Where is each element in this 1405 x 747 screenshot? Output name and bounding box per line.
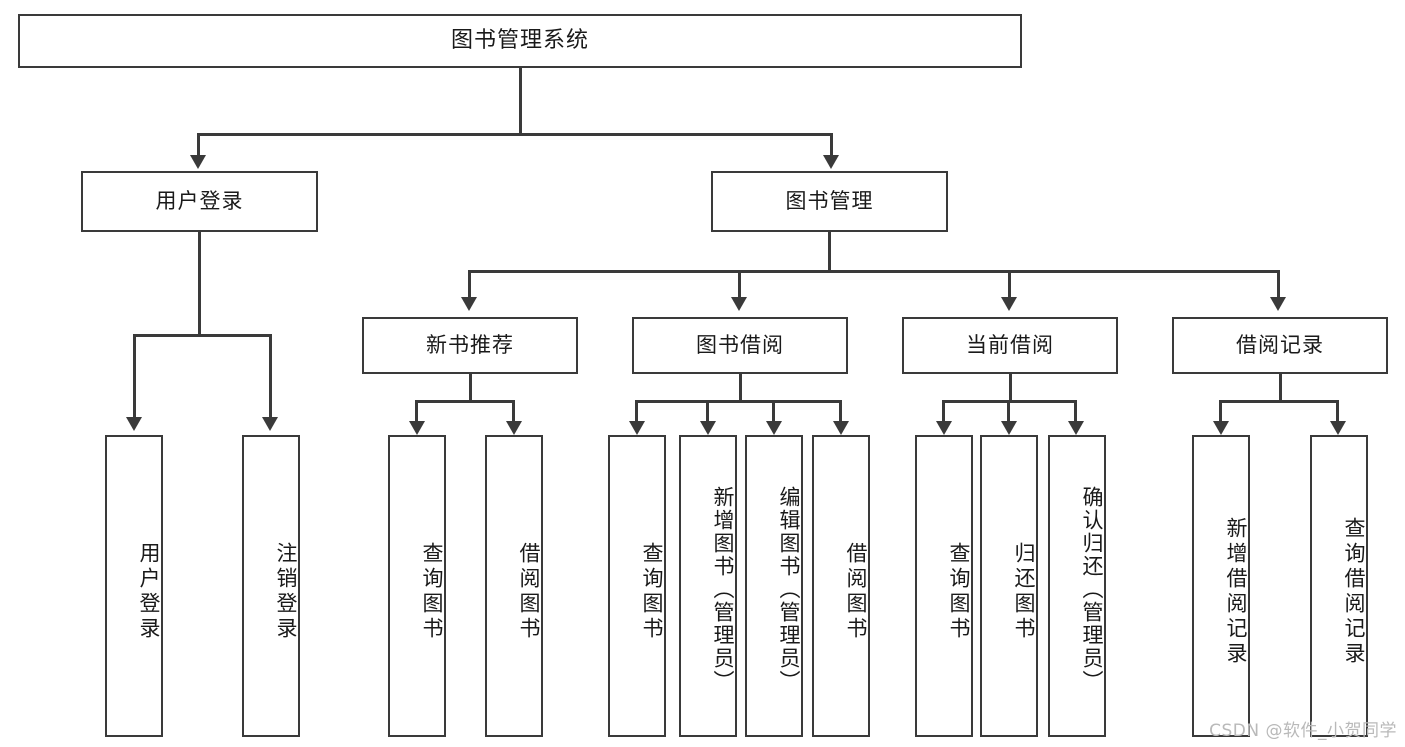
leaf-cb-query-book[interactable]: 查询图书 — [915, 435, 973, 737]
connector-book-manage-stem — [828, 232, 831, 272]
arrowhead-bb-edit — [766, 421, 782, 435]
leaf-bb-edit-book[interactable]: 编辑图书（管理员） — [745, 435, 803, 737]
arrowhead-cb-confirm — [1068, 421, 1084, 435]
connector-nbr-stem — [469, 374, 472, 402]
arrowhead-br-add — [1213, 421, 1229, 435]
node-label: 借阅图书 — [517, 542, 541, 642]
node-label: 借阅图书 — [844, 542, 868, 642]
connector-bm-c4 — [1277, 270, 1280, 298]
csdn-watermark: CSDN @软件_小贺同学 — [1209, 721, 1397, 741]
node-label: 注销登录 — [274, 542, 298, 642]
arrowhead-user-login — [190, 155, 206, 169]
node-label: 确认归还（管理员） — [1080, 485, 1104, 693]
node-current-borrow[interactable]: 当前借阅 — [902, 317, 1118, 374]
arrowhead-leaf-logout — [262, 417, 278, 431]
connector-bb-stem — [739, 374, 742, 402]
connector-user-login-left — [133, 334, 136, 418]
connector-br-l1 — [1219, 400, 1222, 422]
connector-br-bar — [1219, 400, 1339, 403]
connector-to-user-login — [197, 133, 200, 157]
connector-bb-l1 — [635, 400, 638, 422]
leaf-br-query-record[interactable]: 查询借阅记录 — [1310, 435, 1368, 737]
node-book-manage[interactable]: 图书管理 — [711, 171, 948, 232]
node-label: 用户登录 — [155, 189, 244, 214]
arrowhead-bb-add — [700, 421, 716, 435]
node-label: 归还图书 — [1012, 542, 1036, 642]
connector-bb-l2 — [706, 400, 709, 422]
connector-cb-l2 — [1007, 400, 1010, 422]
node-label: 查询图书 — [420, 542, 444, 642]
node-book-borrow[interactable]: 图书借阅 — [632, 317, 848, 374]
node-label: 查询借阅记录 — [1342, 517, 1366, 667]
node-borrow-record[interactable]: 借阅记录 — [1172, 317, 1388, 374]
node-root-system[interactable]: 图书管理系统 — [18, 14, 1022, 68]
connector-bm-c2 — [738, 270, 741, 298]
connector-cb-stem — [1009, 374, 1012, 402]
connector-bm-c1 — [468, 270, 471, 298]
leaf-bb-add-book[interactable]: 新增图书（管理员） — [679, 435, 737, 737]
node-label: 新增图书（管理员） — [711, 485, 735, 693]
node-label: 新增借阅记录 — [1224, 517, 1248, 667]
node-label: 图书管理 — [785, 189, 874, 214]
arrowhead-leaf-user-login — [126, 417, 142, 431]
connector-to-book-manage — [830, 133, 833, 157]
leaf-bb-borrow-book[interactable]: 借阅图书 — [812, 435, 870, 737]
node-label: 编辑图书（管理员） — [777, 485, 801, 693]
arrowhead-nbr-query — [409, 421, 425, 435]
arrowhead-br-query — [1330, 421, 1346, 435]
connector-bb-bar — [635, 400, 840, 403]
connector-cb-l1 — [942, 400, 945, 422]
leaf-cb-return-book[interactable]: 归还图书 — [980, 435, 1038, 737]
node-label: 图书借阅 — [696, 333, 784, 358]
node-label: 新书推荐 — [426, 333, 514, 358]
connector-bb-l3 — [772, 400, 775, 422]
arrowhead-book-borrow — [731, 297, 747, 311]
leaf-nbr-borrow-book[interactable]: 借阅图书 — [485, 435, 543, 737]
leaf-bb-query-book[interactable]: 查询图书 — [608, 435, 666, 737]
connector-bm-c3 — [1008, 270, 1011, 298]
connector-bb-l4 — [839, 400, 842, 422]
arrowhead-nbr-borrow — [506, 421, 522, 435]
connector-nbr-bar — [415, 400, 514, 403]
arrowhead-borrow-record — [1270, 297, 1286, 311]
connector-cb-l3 — [1074, 400, 1077, 422]
connector-br-l2 — [1336, 400, 1339, 422]
arrowhead-current-borrow — [1001, 297, 1017, 311]
leaf-nbr-query-book[interactable]: 查询图书 — [388, 435, 446, 737]
arrowhead-cb-query — [936, 421, 952, 435]
connector-user-login-right — [269, 334, 272, 418]
connector-book-manage-bar — [468, 270, 1280, 273]
node-label: 借阅记录 — [1236, 333, 1324, 358]
leaf-cb-confirm-return[interactable]: 确认归还（管理员） — [1048, 435, 1106, 737]
node-label: 用户登录 — [137, 542, 161, 642]
node-label: 查询图书 — [947, 542, 971, 642]
node-label: 图书管理系统 — [450, 28, 589, 54]
connector-user-login-stem — [198, 232, 201, 336]
arrowhead-bb-query — [629, 421, 645, 435]
arrowhead-new-book — [461, 297, 477, 311]
leaf-br-add-record[interactable]: 新增借阅记录 — [1192, 435, 1250, 737]
connector-br-stem — [1279, 374, 1282, 402]
arrowhead-cb-return — [1001, 421, 1017, 435]
connector-nbr-l2 — [512, 400, 515, 422]
leaf-user-login[interactable]: 用户登录 — [105, 435, 163, 737]
connector-root-stem — [519, 68, 522, 134]
node-label: 当前借阅 — [966, 333, 1054, 358]
node-user-login[interactable]: 用户登录 — [81, 171, 318, 232]
connector-root-bar — [197, 133, 833, 136]
leaf-logout[interactable]: 注销登录 — [242, 435, 300, 737]
arrowhead-book-manage — [823, 155, 839, 169]
connector-user-login-bar — [133, 334, 272, 337]
arrowhead-bb-borrow — [833, 421, 849, 435]
connector-nbr-l1 — [415, 400, 418, 422]
node-new-book-recommend[interactable]: 新书推荐 — [362, 317, 578, 374]
node-label: 查询图书 — [640, 542, 664, 642]
